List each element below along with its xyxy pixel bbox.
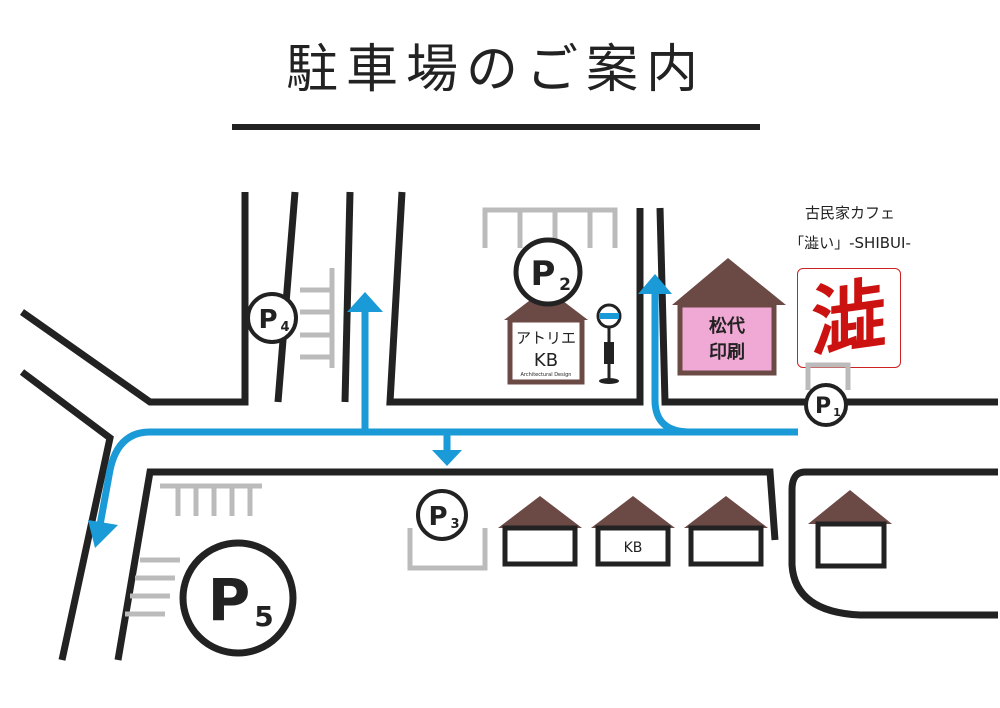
- p5-letter: P: [208, 566, 251, 634]
- p4-sub: 4: [280, 320, 289, 335]
- parking-marker-p2: P 2: [513, 237, 583, 307]
- page-title: 駐車場のご案内: [285, 40, 706, 100]
- road-vertical-c: [386, 191, 644, 406]
- p3-sub: 3: [450, 517, 459, 532]
- p3-letter: P: [428, 502, 447, 532]
- title-underline: [232, 124, 760, 130]
- parking-marker-p5: P 5: [179, 539, 297, 657]
- route-to-p5: [96, 428, 690, 526]
- road-lower-right-curve: [788, 468, 998, 619]
- p2-letter: P: [531, 254, 556, 294]
- road-lower-edge: [114, 468, 779, 661]
- road-vertical-d: [656, 207, 998, 406]
- parking-marker-p3: P 3: [416, 489, 468, 541]
- p5-sub: 5: [254, 600, 273, 633]
- p2-sub: 2: [559, 275, 571, 295]
- cafe-name-line2: 「澁い」-SHIBUI-: [789, 234, 911, 252]
- roads: [19, 191, 998, 661]
- route-arrow-icon: [88, 274, 672, 548]
- road-left-diagonal-edge: [19, 369, 114, 661]
- atelier-label: アトリエ: [516, 329, 576, 347]
- house-kb-logo: KB: [624, 540, 643, 556]
- road-upper-left-edge: [19, 192, 249, 406]
- atelier-logo: KB: [534, 350, 558, 371]
- p1-letter: P: [815, 394, 831, 419]
- p1-sub: 1: [833, 406, 841, 419]
- p4-letter: P: [258, 305, 277, 335]
- print-shop-line2: 印刷: [709, 342, 745, 363]
- parking-stalls: [125, 207, 851, 617]
- cafe-stamp-logo: 澁: [797, 268, 901, 368]
- parking-marker-p1: P 1: [804, 383, 848, 427]
- atelier-logo-sub: Architectural Design: [521, 372, 572, 378]
- atelier-building: [504, 288, 588, 385]
- parking-marker-p4: P 4: [246, 292, 298, 344]
- houses: [498, 490, 892, 569]
- road-vertical-b: [341, 191, 354, 403]
- bus-stop-icon: [596, 303, 622, 384]
- print-shop-line1: 松代: [709, 315, 745, 337]
- route-path: [96, 290, 798, 526]
- print-shop-building: [672, 258, 786, 376]
- cafe-name-line1: 古民家カフェ: [804, 204, 895, 222]
